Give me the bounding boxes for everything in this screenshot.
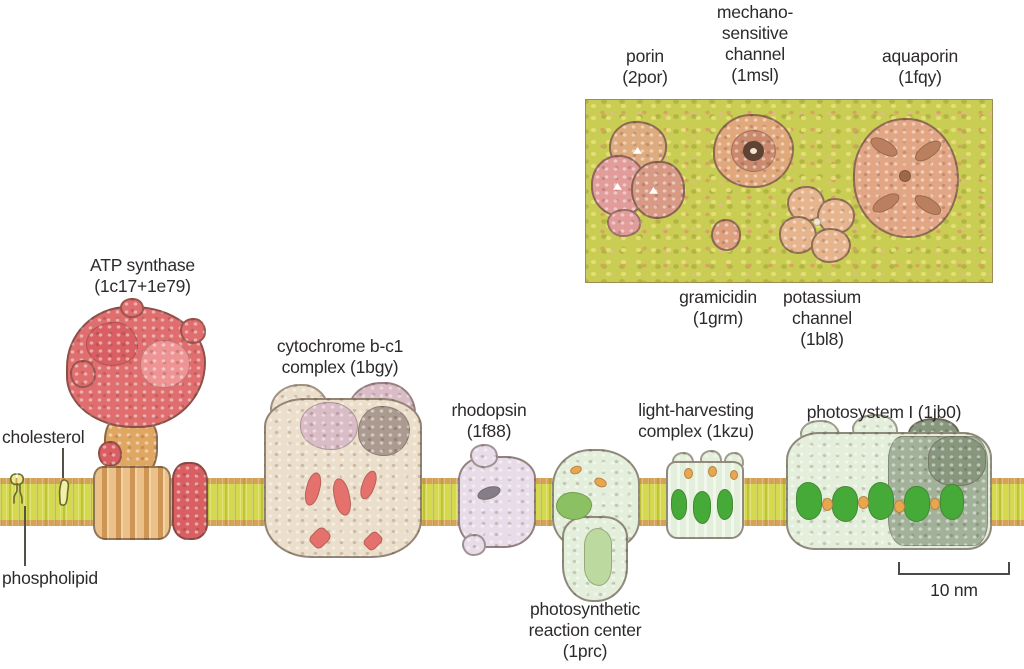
label-line: (1bl8) xyxy=(800,329,844,349)
phospholipid-molecule xyxy=(8,472,36,506)
cytochrome-bc1-pink-patch xyxy=(300,402,358,450)
photosystem-i-chlorophyll xyxy=(796,482,822,520)
membrane-top-view-inset xyxy=(585,99,993,283)
photosystem-i-carotenoid xyxy=(894,500,905,513)
mechanosensitive-channel-molecule xyxy=(713,114,794,188)
label-line: 10 nm xyxy=(930,580,978,600)
label-line: photosystem I (1jb0) xyxy=(806,402,962,422)
porin-subunit xyxy=(631,161,685,219)
label-line: (1grm) xyxy=(692,308,744,328)
label-line: phospholipid xyxy=(2,568,98,588)
porin-subunit xyxy=(607,209,641,237)
cholesterol-molecule xyxy=(55,479,73,507)
ms-channel-mid-ring xyxy=(731,130,776,172)
aquaporin-center-pore xyxy=(899,170,911,182)
light-harvesting-chlorophyll xyxy=(717,489,733,520)
rhodopsin-surface-bump xyxy=(462,534,486,556)
photosystem-i-carotenoid xyxy=(858,496,869,509)
photosystem-i-chlorophyll xyxy=(832,486,858,522)
potassium-channel-label: potassium channel (1bl8) xyxy=(762,287,882,350)
potassium-channel-subunit xyxy=(817,198,855,234)
label-line: (1c17+1e79) xyxy=(94,276,191,296)
label-line: cholesterol xyxy=(2,427,85,447)
scale-bar xyxy=(898,562,1010,575)
atp-synthase-surface-bump xyxy=(180,318,206,344)
atp-synthase-side-lobe xyxy=(98,441,122,467)
mechanosensitive-channel-label: mechano- sensitive channel (1msl) xyxy=(695,2,815,86)
gramicidin-label: gramicidin (1grm) xyxy=(658,287,778,329)
potassium-channel-subunit xyxy=(811,228,851,263)
rhodopsin-body xyxy=(458,456,536,548)
atp-synthase-a-subunit xyxy=(172,462,208,540)
label-line: complex (1kzu) xyxy=(638,421,754,441)
light-harvesting-chlorophyll xyxy=(693,491,711,524)
label-line: (2por) xyxy=(622,67,668,87)
photosystem-i-carotenoid xyxy=(930,498,940,510)
photosystem-i-label: photosystem I (1jb0) xyxy=(784,402,984,423)
label-line: aquaporin xyxy=(881,46,959,66)
label-line: (1fqy) xyxy=(898,67,942,87)
photosystem-i-carotenoid xyxy=(822,498,833,511)
phospholipid-label: phospholipid xyxy=(2,568,142,589)
label-line: ATP synthase xyxy=(90,255,195,275)
rhodopsin-surface-bump xyxy=(470,444,498,468)
label-line: (1f88) xyxy=(466,421,512,441)
label-line: photosynthetic xyxy=(529,599,641,619)
label-line: gramicidin xyxy=(679,287,757,307)
cholesterol-pointer-line xyxy=(62,448,64,478)
atp-synthase-surface-bump xyxy=(70,360,96,388)
atp-synthase-label: ATP synthase (1c17+1e79) xyxy=(60,255,225,297)
label-line: porin xyxy=(626,46,664,66)
light-harvesting-label: light-harvesting complex (1kzu) xyxy=(616,400,776,442)
reaction-center-green-patch xyxy=(556,492,592,520)
label-line: complex (1bgy) xyxy=(281,357,399,377)
ms-channel-center-dot xyxy=(750,148,757,154)
rhodopsin-label: rhodopsin (1f88) xyxy=(429,400,549,442)
phospholipid-pointer-line xyxy=(24,506,26,566)
photosystem-i-chlorophyll xyxy=(904,486,930,522)
potassium-channel-subunit xyxy=(779,216,817,254)
light-harvesting-carotenoid xyxy=(730,470,738,480)
label-line: sensitive xyxy=(721,23,789,43)
photosystem-i-chlorophyll xyxy=(868,482,894,520)
porin-pore xyxy=(613,183,622,190)
atp-synthase-head-patch xyxy=(140,340,190,388)
gramicidin-molecule xyxy=(711,219,741,251)
cytochrome-bc1-gray-patch xyxy=(358,406,410,456)
atp-synthase-surface-bump xyxy=(120,298,144,318)
cholesterol-label: cholesterol xyxy=(2,427,132,448)
aquaporin-label: aquaporin (1fqy) xyxy=(850,46,990,88)
label-line: (1msl) xyxy=(731,65,779,85)
porin-pore xyxy=(649,187,658,194)
light-harvesting-carotenoid xyxy=(708,466,717,477)
label-line: (1prc) xyxy=(562,641,608,661)
reaction-center-inner-streak xyxy=(584,528,612,586)
atp-synthase-c-ring xyxy=(93,466,171,540)
label-line: channel xyxy=(792,308,852,328)
label-line: cytochrome b-c1 xyxy=(276,336,404,356)
aquaporin-molecule xyxy=(853,118,959,238)
porin-label: porin (2por) xyxy=(585,46,705,88)
reaction-center-label: photosynthetic reaction center (1prc) xyxy=(505,599,665,662)
light-harvesting-carotenoid xyxy=(684,468,693,479)
photosystem-i-chlorophyll xyxy=(940,484,964,520)
potassium-channel-center-dot xyxy=(813,218,821,226)
atp-synthase-head-patch xyxy=(86,322,138,366)
label-line: mechano- xyxy=(716,2,794,22)
label-line: potassium xyxy=(783,287,861,307)
reaction-center-lower-body xyxy=(562,516,628,602)
light-harvesting-chlorophyll xyxy=(671,489,687,520)
photosystem-i-dark-patch xyxy=(928,436,986,486)
label-line: light-harvesting xyxy=(638,400,754,420)
label-line: channel xyxy=(725,44,785,64)
label-line: rhodopsin xyxy=(451,400,527,420)
label-line: reaction center xyxy=(528,620,642,640)
potassium-channel-molecule xyxy=(779,186,856,263)
porin-molecule xyxy=(591,121,686,239)
scale-bar-label: 10 nm xyxy=(898,580,1010,601)
cytochrome-bc1-label: cytochrome b-c1 complex (1bgy) xyxy=(240,336,440,378)
porin-pore xyxy=(633,147,642,154)
